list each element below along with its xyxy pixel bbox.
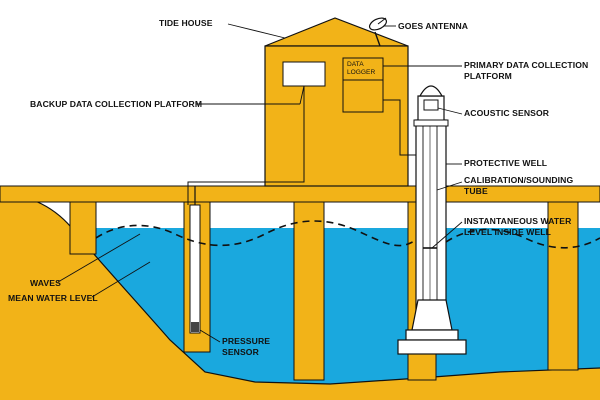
label-instant-level-2: LEVEL INSIDE WELL: [464, 227, 551, 237]
label-mean-water-level: MEAN WATER LEVEL: [8, 293, 98, 303]
label-acoustic-sensor: ACOUSTIC SENSOR: [464, 108, 550, 118]
data-logger-text-1: DATA: [347, 61, 364, 68]
seabed-ground: [0, 192, 600, 400]
label-backup-dcp: BACKUP DATA COLLECTION PLATFORM: [30, 99, 202, 109]
label-primary-dcp-1: PRIMARY DATA COLLECTION: [464, 60, 588, 70]
label-pressure-2: SENSOR: [222, 347, 260, 357]
waves-line-right: [445, 228, 600, 249]
piling-1: [69, 201, 97, 255]
data-logger-text-2: LOGGER: [347, 69, 375, 76]
leader-lines: [57, 23, 463, 343]
label-instant-level-1: INSTANTANEOUS WATER: [464, 216, 572, 226]
protective-well: [397, 85, 467, 355]
label-primary-dcp-2: PLATFORM: [464, 71, 512, 81]
backup-dcp-box: [282, 61, 326, 87]
piling-5: [547, 201, 579, 371]
pressure-sensor-tube: [189, 204, 201, 334]
piling-3: [293, 201, 325, 381]
goes-antenna-icon: [368, 17, 388, 47]
label-calibration-2: TUBE: [464, 186, 488, 196]
label-protective-well: PROTECTIVE WELL: [464, 158, 547, 168]
label-tide-house: TIDE HOUSE: [159, 18, 213, 28]
waves-line: [95, 220, 417, 247]
label-pressure-1: PRESSURE: [222, 336, 270, 346]
label-waves: WAVES: [30, 278, 61, 288]
label-goes-antenna: GOES ANTENNA: [398, 21, 468, 31]
pressure-sensor-body: [191, 322, 199, 332]
label-calibration-1: CALIBRATION/SOUNDING: [464, 175, 573, 185]
pier-deck: [0, 185, 600, 203]
